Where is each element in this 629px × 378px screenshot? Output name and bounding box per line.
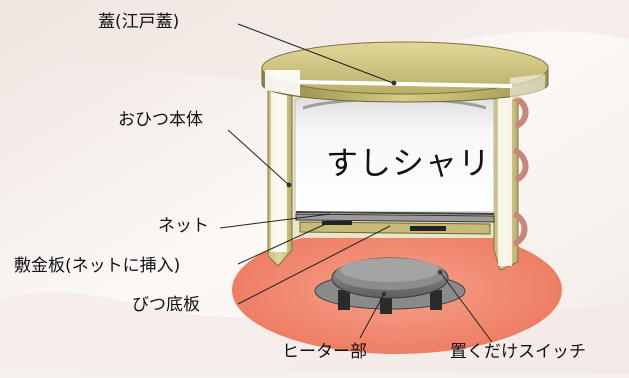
leader-bottom [237,225,391,305]
label-plate: 敷金板(ネットに挿入) [14,256,181,276]
leader-heater [359,293,385,339]
label-rice: すしシャリ [326,144,492,182]
label-body: おひつ本体 [118,110,203,130]
label-heater: ヒーター部 [282,342,367,362]
leader-lid [237,23,394,84]
heater-unit [314,257,466,314]
copper-band-2 [512,147,529,183]
leader-net [219,213,331,229]
metal-plate [295,213,495,223]
leader-switch [439,271,493,343]
net-line [295,211,495,215]
leader-body [227,129,290,186]
label-net: ネット [158,216,209,236]
copper-band-3 [512,211,528,247]
label-switch: 置くだけスイッチ [450,342,586,362]
lid [261,41,549,103]
label-bottom: びつ底板 [132,295,200,315]
copper-band-1 [512,95,529,129]
label-lid: 蓋(江戸蓋) [98,12,180,32]
leader-plate [237,221,331,265]
